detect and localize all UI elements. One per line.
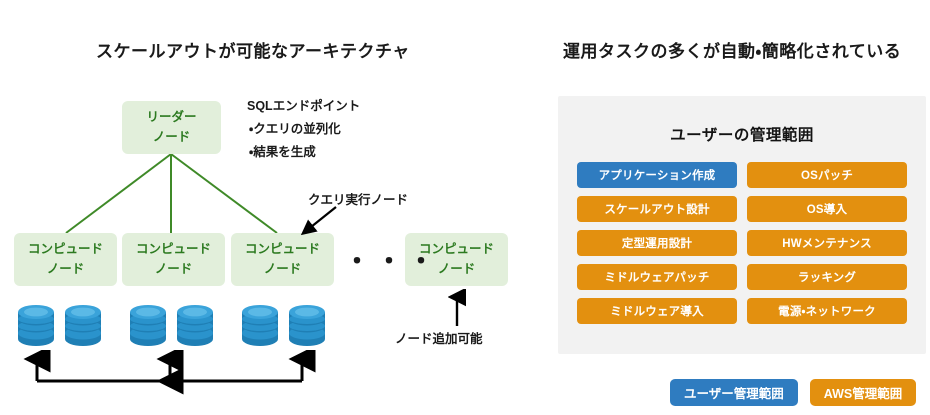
compute-node-box-2: コンピュード ノード — [122, 233, 225, 286]
query-exec-node-arrow-icon — [300, 206, 337, 236]
compute-node-2-label-line1: コンピュード — [135, 242, 211, 257]
legend: ユーザー管理範囲 AWS管理範囲 — [670, 379, 917, 406]
scope-pill-8[interactable]: ラッキング — [747, 264, 907, 290]
scope-pill-4[interactable]: OS導入 — [747, 196, 907, 222]
node-add-arrow-icon — [448, 289, 466, 326]
compute-node-box-3: コンピュード ノード — [231, 233, 334, 286]
scope-pill-3[interactable]: スケールアウト設計 — [577, 196, 737, 222]
legend-item-aws-scope[interactable]: AWS管理範囲 — [809, 379, 917, 406]
architecture-diagram: リーダー ノード コンピュード ノード コンピュード ノード コンピュード ノー… — [14, 95, 508, 395]
database-cylinder-icon — [177, 305, 213, 346]
query-exec-node-label: クエリ実行ノード — [308, 193, 409, 207]
sql-endpoint-annotation: SQLエンドポイント ・クエリの並列化 ・結果を生成 — [247, 95, 360, 164]
compute-node-box-4: コンピュード ノード — [405, 233, 508, 286]
sql-endpoint-bullet-1: ・クエリの並列化 — [249, 122, 341, 137]
user-scope-heading: ユーザーの管理範囲 — [670, 127, 814, 144]
sql-endpoint-heading: SQLエンドポイント — [247, 99, 361, 113]
compute-node-1-label-line1: コンピュード — [27, 242, 103, 257]
leader-node-label-line2: ノード — [152, 129, 191, 144]
scope-pill-2[interactable]: OSパッチ — [747, 162, 907, 188]
scope-pill-6[interactable]: HWメンテナンス — [747, 230, 907, 256]
database-cylinder-icon — [65, 305, 101, 346]
storage-sync-bracket — [23, 350, 316, 395]
scope-pill-10[interactable]: 電源・ネットワーク — [747, 298, 907, 324]
scope-pill-1[interactable]: アプリケーション作成 — [577, 162, 737, 188]
legend-item-user-scope[interactable]: ユーザー管理範囲 — [670, 379, 798, 406]
left-diagram-title: スケールアウトが可能なアーキテクチャ — [96, 42, 410, 62]
database-cylinder-icon — [242, 305, 278, 346]
compute-node-4-label-line1: コンピュード — [418, 242, 494, 257]
scope-pill-5[interactable]: 定型運用設計 — [577, 230, 737, 256]
management-scope-grid: アプリケーション作成 OSパッチ スケールアウト設計 OS導入 定型運用設計 H… — [577, 162, 907, 324]
right-panel-title: 運用タスクの多くが自動・簡略化されている — [563, 42, 902, 62]
user-scope-panel: ユーザーの管理範囲 アプリケーション作成 OSパッチ スケールアウト設計 OS導… — [558, 96, 926, 354]
node-connector-lines — [65, 153, 278, 234]
leader-node-box: リーダー ノード — [122, 101, 221, 154]
compute-node-3-label-line1: コンピュード — [244, 242, 320, 257]
compute-node-4-label-line2: ノード — [437, 261, 476, 276]
database-cylinder-icon — [289, 305, 325, 346]
node-add-label: ノード追加可能 — [395, 332, 483, 346]
database-cylinder-icon — [130, 305, 166, 346]
database-cylinder-icon — [18, 305, 54, 346]
compute-node-3-label-line2: ノード — [263, 261, 302, 276]
scope-pill-7[interactable]: ミドルウェアパッチ — [577, 264, 737, 290]
sql-endpoint-bullet-2: ・結果を生成 — [249, 145, 316, 160]
ellipsis-dots: ・・・ — [344, 246, 441, 276]
compute-node-1-label-line2: ノード — [46, 261, 85, 276]
compute-node-box-1: コンピュード ノード — [14, 233, 117, 286]
scope-pill-9[interactable]: ミドルウェア導入 — [577, 298, 737, 324]
compute-node-2-label-line2: ノード — [154, 261, 193, 276]
leader-node-label-line1: リーダー — [146, 110, 197, 125]
